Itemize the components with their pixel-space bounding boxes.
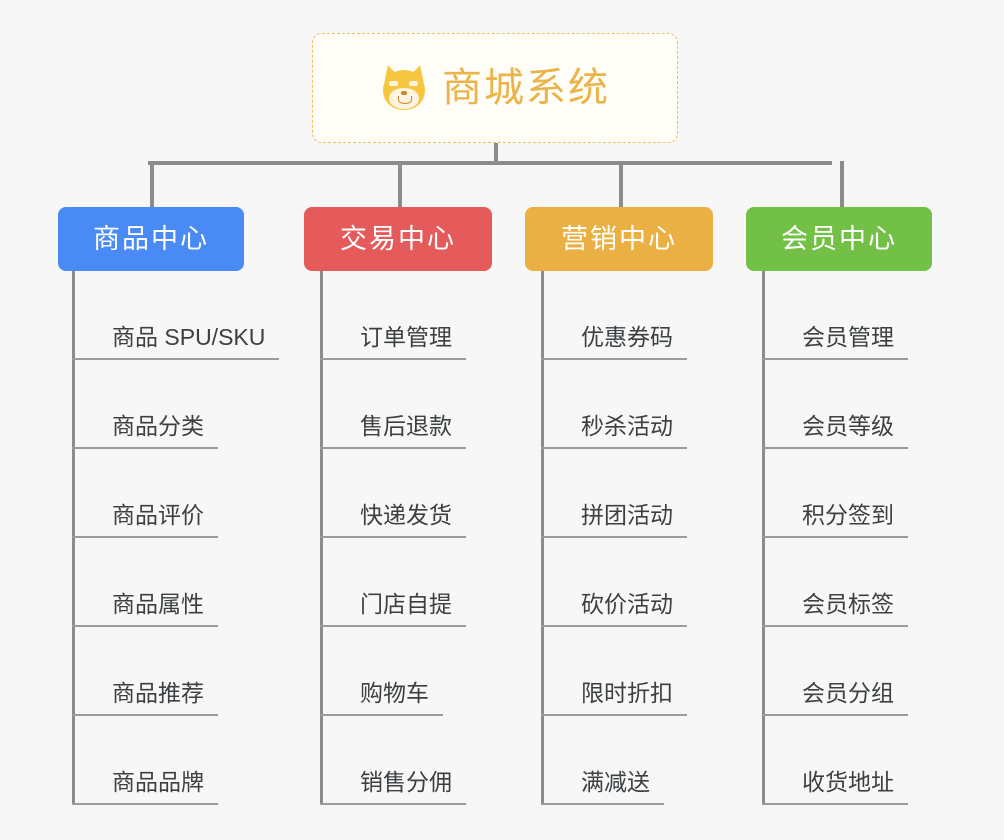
leaf-item-underline — [320, 625, 466, 627]
leaf-column-2: 订单管理售后退款快递发货门店自提购物车销售分佣 — [320, 271, 466, 805]
leaf-item-underline — [320, 536, 466, 538]
leaf-item-underline — [762, 803, 908, 805]
category-label: 商品中心 — [93, 223, 209, 254]
leaf-item-label: 商品属性 — [112, 591, 204, 617]
leaf-item-label: 销售分佣 — [360, 769, 452, 795]
leaf-item-label: 满减送 — [581, 769, 650, 795]
leaf-item-underline — [320, 447, 466, 449]
leaf-item-label: 积分签到 — [802, 502, 894, 528]
leaf-item-label: 商品分类 — [112, 413, 204, 439]
leaf-item[interactable]: 会员分组 — [762, 627, 908, 716]
leaf-item-label: 商品推荐 — [112, 680, 204, 706]
leaf-item-underline — [72, 714, 218, 716]
leaf-item-underline — [320, 803, 466, 805]
leaf-item-label: 商品评价 — [112, 502, 204, 528]
connector-drop-4 — [840, 161, 844, 207]
leaf-item-underline — [762, 358, 908, 360]
leaf-item[interactable]: 限时折扣 — [541, 627, 687, 716]
leaf-item[interactable]: 销售分佣 — [320, 716, 466, 805]
leaf-item-label: 商品品牌 — [112, 769, 204, 795]
leaf-item[interactable]: 商品 SPU/SKU — [72, 271, 279, 360]
leaf-item[interactable]: 商品推荐 — [72, 627, 279, 716]
shiba-dog-icon — [380, 63, 428, 112]
leaf-item-underline — [72, 536, 218, 538]
leaf-item-label: 商品 SPU/SKU — [112, 324, 266, 350]
leaf-item[interactable]: 会员管理 — [762, 271, 908, 360]
leaf-item[interactable]: 收货地址 — [762, 716, 908, 805]
leaf-item-underline — [541, 803, 664, 805]
connector-trunk — [494, 143, 498, 164]
category-box-1[interactable]: 商品中心 — [58, 207, 244, 271]
leaf-item[interactable]: 快递发货 — [320, 449, 466, 538]
leaf-item-label: 快递发货 — [360, 502, 452, 528]
connector-drop-2 — [398, 161, 402, 207]
leaf-item-label: 售后退款 — [360, 413, 452, 439]
leaf-item-underline — [72, 447, 218, 449]
category-label: 交易中心 — [340, 223, 456, 254]
leaf-item-label: 砍价活动 — [581, 591, 673, 617]
leaf-item[interactable]: 拼团活动 — [541, 449, 687, 538]
leaf-item[interactable]: 订单管理 — [320, 271, 466, 360]
leaf-item-label: 会员标签 — [802, 591, 894, 617]
category-box-4[interactable]: 会员中心 — [746, 207, 932, 271]
leaf-column-4: 会员管理会员等级积分签到会员标签会员分组收货地址 — [762, 271, 908, 805]
leaf-item[interactable]: 会员标签 — [762, 538, 908, 627]
leaf-item-label: 限时折扣 — [581, 680, 673, 706]
leaf-item-underline — [320, 714, 443, 716]
connector-drop-3 — [619, 161, 623, 207]
connector-drop-1 — [150, 161, 154, 207]
leaf-item-label: 秒杀活动 — [581, 413, 673, 439]
leaf-item-label: 会员分组 — [802, 680, 894, 706]
connector-horizontal-bar — [148, 161, 832, 165]
leaf-item-underline — [320, 358, 466, 360]
leaf-spine — [541, 271, 544, 805]
leaf-item[interactable]: 商品评价 — [72, 449, 279, 538]
leaf-item[interactable]: 秒杀活动 — [541, 360, 687, 449]
leaf-item-underline — [541, 625, 687, 627]
category-label: 会员中心 — [781, 223, 897, 254]
leaf-item-underline — [72, 358, 279, 360]
leaf-item[interactable]: 优惠券码 — [541, 271, 687, 360]
category-box-3[interactable]: 营销中心 — [525, 207, 713, 271]
leaf-item-underline — [762, 536, 908, 538]
leaf-item-label: 购物车 — [360, 680, 429, 706]
leaf-item-underline — [762, 625, 908, 627]
category-label: 营销中心 — [561, 223, 677, 254]
leaf-item[interactable]: 商品品牌 — [72, 716, 279, 805]
leaf-item-underline — [762, 714, 908, 716]
leaf-spine — [320, 271, 323, 805]
root-node-title: 商城系统 — [442, 66, 610, 110]
leaf-column-1: 商品 SPU/SKU 商品分类商品评价商品属性商品推荐商品品牌 — [72, 271, 279, 805]
leaf-item[interactable]: 积分签到 — [762, 449, 908, 538]
leaf-item-underline — [72, 803, 218, 805]
leaf-spine — [762, 271, 765, 805]
leaf-item-label: 收货地址 — [802, 769, 894, 795]
leaf-item-underline — [72, 625, 218, 627]
leaf-item-underline — [541, 536, 687, 538]
leaf-item-underline — [541, 358, 687, 360]
leaf-item[interactable]: 商品属性 — [72, 538, 279, 627]
category-box-2[interactable]: 交易中心 — [304, 207, 492, 271]
leaf-item[interactable]: 售后退款 — [320, 360, 466, 449]
root-node-mall-system[interactable]: 商城系统 — [312, 33, 678, 143]
leaf-item-underline — [762, 447, 908, 449]
leaf-item-label: 优惠券码 — [581, 324, 673, 350]
leaf-item-label: 订单管理 — [360, 324, 452, 350]
leaf-spine — [72, 271, 75, 805]
leaf-item-label: 会员管理 — [802, 324, 894, 350]
leaf-item-label: 门店自提 — [360, 591, 452, 617]
leaf-item[interactable]: 商品分类 — [72, 360, 279, 449]
leaf-item-label: 拼团活动 — [581, 502, 673, 528]
leaf-item[interactable]: 购物车 — [320, 627, 466, 716]
leaf-item[interactable]: 满减送 — [541, 716, 687, 805]
leaf-item[interactable]: 门店自提 — [320, 538, 466, 627]
leaf-item[interactable]: 会员等级 — [762, 360, 908, 449]
leaf-column-3: 优惠券码秒杀活动拼团活动砍价活动限时折扣满减送 — [541, 271, 687, 805]
leaf-item-underline — [541, 714, 687, 716]
leaf-item-label: 会员等级 — [802, 413, 894, 439]
leaf-item-underline — [541, 447, 687, 449]
leaf-item[interactable]: 砍价活动 — [541, 538, 687, 627]
